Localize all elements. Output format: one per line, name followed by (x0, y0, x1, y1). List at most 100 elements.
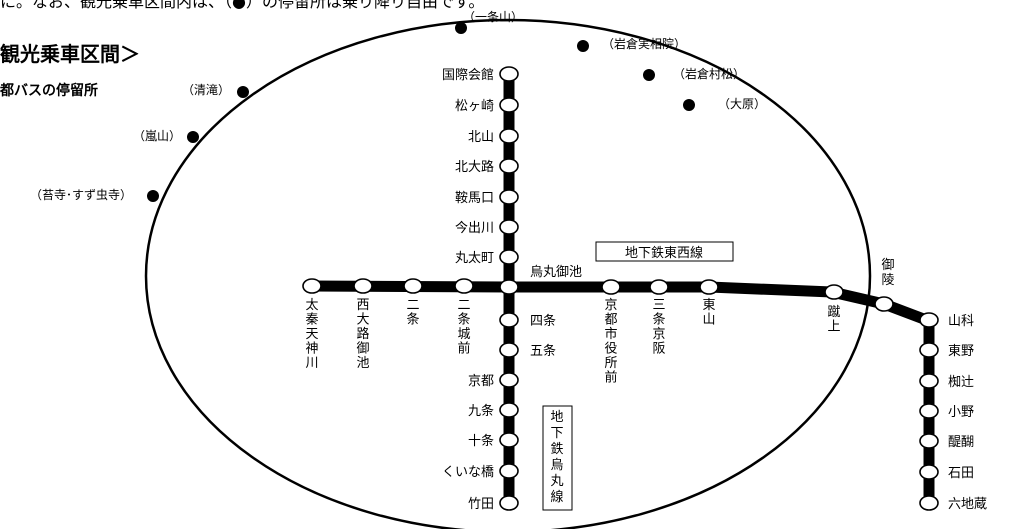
svg-text:二: 二 (457, 298, 470, 313)
svg-text:西: 西 (356, 298, 369, 313)
bus-stop-dot (643, 69, 655, 81)
svg-text:京: 京 (604, 298, 617, 313)
svg-text:阪: 阪 (652, 342, 665, 357)
station-marker (499, 97, 519, 113)
station-marker (499, 312, 519, 328)
station-marker (919, 373, 939, 389)
svg-text:御: 御 (881, 258, 894, 273)
transfer-station-marker (499, 279, 519, 295)
station-label: 北山 (468, 130, 494, 145)
bus-stop-dot (455, 22, 467, 34)
svg-text:路: 路 (356, 326, 369, 342)
svg-text:地: 地 (550, 410, 563, 425)
station-label: 丸太町 (455, 251, 494, 266)
station-marker (499, 158, 519, 174)
station-label: 東山 (702, 297, 715, 328)
svg-text:所: 所 (604, 356, 617, 371)
station-label: 東野 (948, 343, 974, 359)
svg-text:城: 城 (457, 327, 470, 342)
station-label: 六地蔵 (948, 497, 987, 512)
svg-text:三: 三 (652, 298, 665, 313)
station-label: 御陵 (881, 258, 894, 288)
svg-text:下: 下 (550, 426, 563, 441)
bus-stop-label: （岩倉村松） (673, 66, 745, 81)
station-label: 松ヶ崎 (455, 99, 494, 114)
station-marker (601, 279, 621, 295)
bus-stop-label: （清滝） (182, 83, 230, 97)
svg-text:川: 川 (305, 356, 318, 371)
svg-text:条: 条 (652, 312, 665, 328)
station-label: くいな橋 (442, 465, 494, 480)
svg-text:条: 条 (406, 312, 419, 328)
svg-text:線: 線 (550, 489, 563, 505)
station-label: 国際会館 (442, 68, 494, 83)
station-marker (824, 284, 844, 300)
page-title: 観光乗車区間＞ (0, 42, 140, 66)
svg-text:池: 池 (356, 356, 369, 371)
svg-text:都: 都 (604, 313, 617, 328)
station-marker (919, 312, 939, 328)
svg-text:前: 前 (457, 341, 470, 357)
svg-text:市: 市 (604, 326, 617, 342)
station-marker (499, 463, 519, 479)
svg-text:上: 上 (827, 320, 840, 335)
svg-text:京: 京 (652, 327, 665, 342)
station-label: 山科 (948, 314, 974, 329)
station-label: 五条 (530, 343, 556, 359)
transfer-station-label: 烏丸御池 (530, 264, 582, 280)
bus-stop-label: （嵐山） (133, 129, 181, 143)
station-marker (874, 296, 894, 312)
svg-text:蹴: 蹴 (827, 305, 840, 320)
station-label: 京都 (468, 374, 494, 389)
svg-text:大: 大 (356, 313, 369, 328)
top-text: に。なお、観光乗車区間内は、（●）の停留所は乗り降り自由です。 (0, 0, 485, 11)
karasuma-line-label-box (542, 405, 573, 511)
bus-stop-label: （岩倉実相院） (602, 36, 686, 51)
station-marker (919, 464, 939, 480)
station-marker (919, 433, 939, 449)
svg-text:東: 東 (702, 297, 715, 313)
station-label: 九条 (468, 403, 494, 419)
station-label: 四条 (530, 313, 556, 329)
tozai-line-label: 地下鉄東西線 (625, 245, 703, 261)
bus-stop-dot (683, 99, 695, 111)
svg-text:陵: 陵 (881, 273, 894, 288)
svg-text:山: 山 (702, 313, 715, 328)
station-marker (499, 249, 519, 265)
svg-text:烏: 烏 (550, 457, 563, 473)
station-label: 石田 (948, 466, 974, 481)
station-marker (499, 495, 519, 511)
station-marker (302, 278, 322, 294)
station-label: 二条 (406, 298, 419, 328)
station-marker (499, 189, 519, 205)
station-marker (699, 279, 719, 295)
station-marker (919, 403, 939, 419)
station-label: 蹴上 (827, 305, 840, 335)
svg-text:神: 神 (305, 342, 318, 357)
station-marker (499, 128, 519, 144)
station-marker (919, 495, 939, 511)
station-label: 今出川 (455, 220, 494, 236)
svg-text:役: 役 (604, 342, 617, 357)
station-marker (454, 278, 474, 294)
bus-stop-dot (147, 190, 159, 202)
svg-text:御: 御 (356, 342, 369, 357)
station-label: 醍醐 (948, 435, 974, 450)
svg-text:丸: 丸 (550, 474, 563, 489)
station-marker (353, 278, 373, 294)
station-label: 小野 (948, 405, 974, 420)
bus-stop-dot (577, 40, 589, 52)
svg-text:秦: 秦 (305, 313, 318, 328)
svg-text:太: 太 (305, 298, 318, 313)
station-marker (499, 372, 519, 388)
station-label: 竹田 (468, 497, 494, 512)
station-label: 北大路 (455, 159, 494, 175)
station-marker (919, 342, 939, 358)
bus-stop-label: （苔寺･すず虫寺） (30, 188, 132, 202)
svg-text:前: 前 (604, 370, 617, 386)
svg-text:条: 条 (457, 312, 470, 328)
bus-stop-dot (187, 131, 199, 143)
